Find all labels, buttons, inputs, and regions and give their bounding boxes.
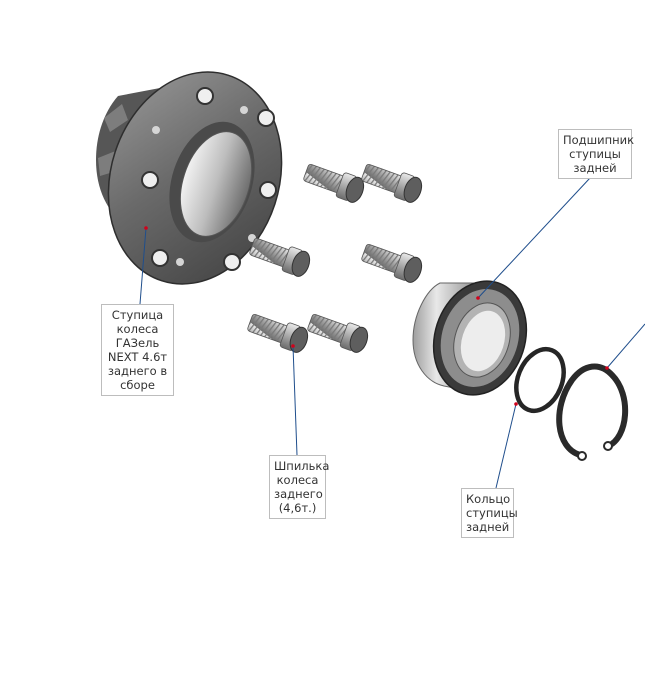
ring-callout-label: Кольцо ступицы задней [461, 488, 518, 538]
stud-callout-label: Шпилька колеса заднего (4,6т.) [269, 455, 329, 519]
hub-callout-label: Ступица колеса ГАЗель NEXT 4.6т заднего … [101, 304, 174, 396]
bearing-callout-label: Подшипник ступицы задней [558, 129, 634, 179]
hub-rings [514, 346, 628, 461]
wheel-studs [247, 163, 423, 353]
hub-bearing [412, 280, 528, 396]
callout-markers [144, 226, 609, 406]
leader-lines [139, 177, 645, 489]
wheel-hub [96, 71, 283, 285]
